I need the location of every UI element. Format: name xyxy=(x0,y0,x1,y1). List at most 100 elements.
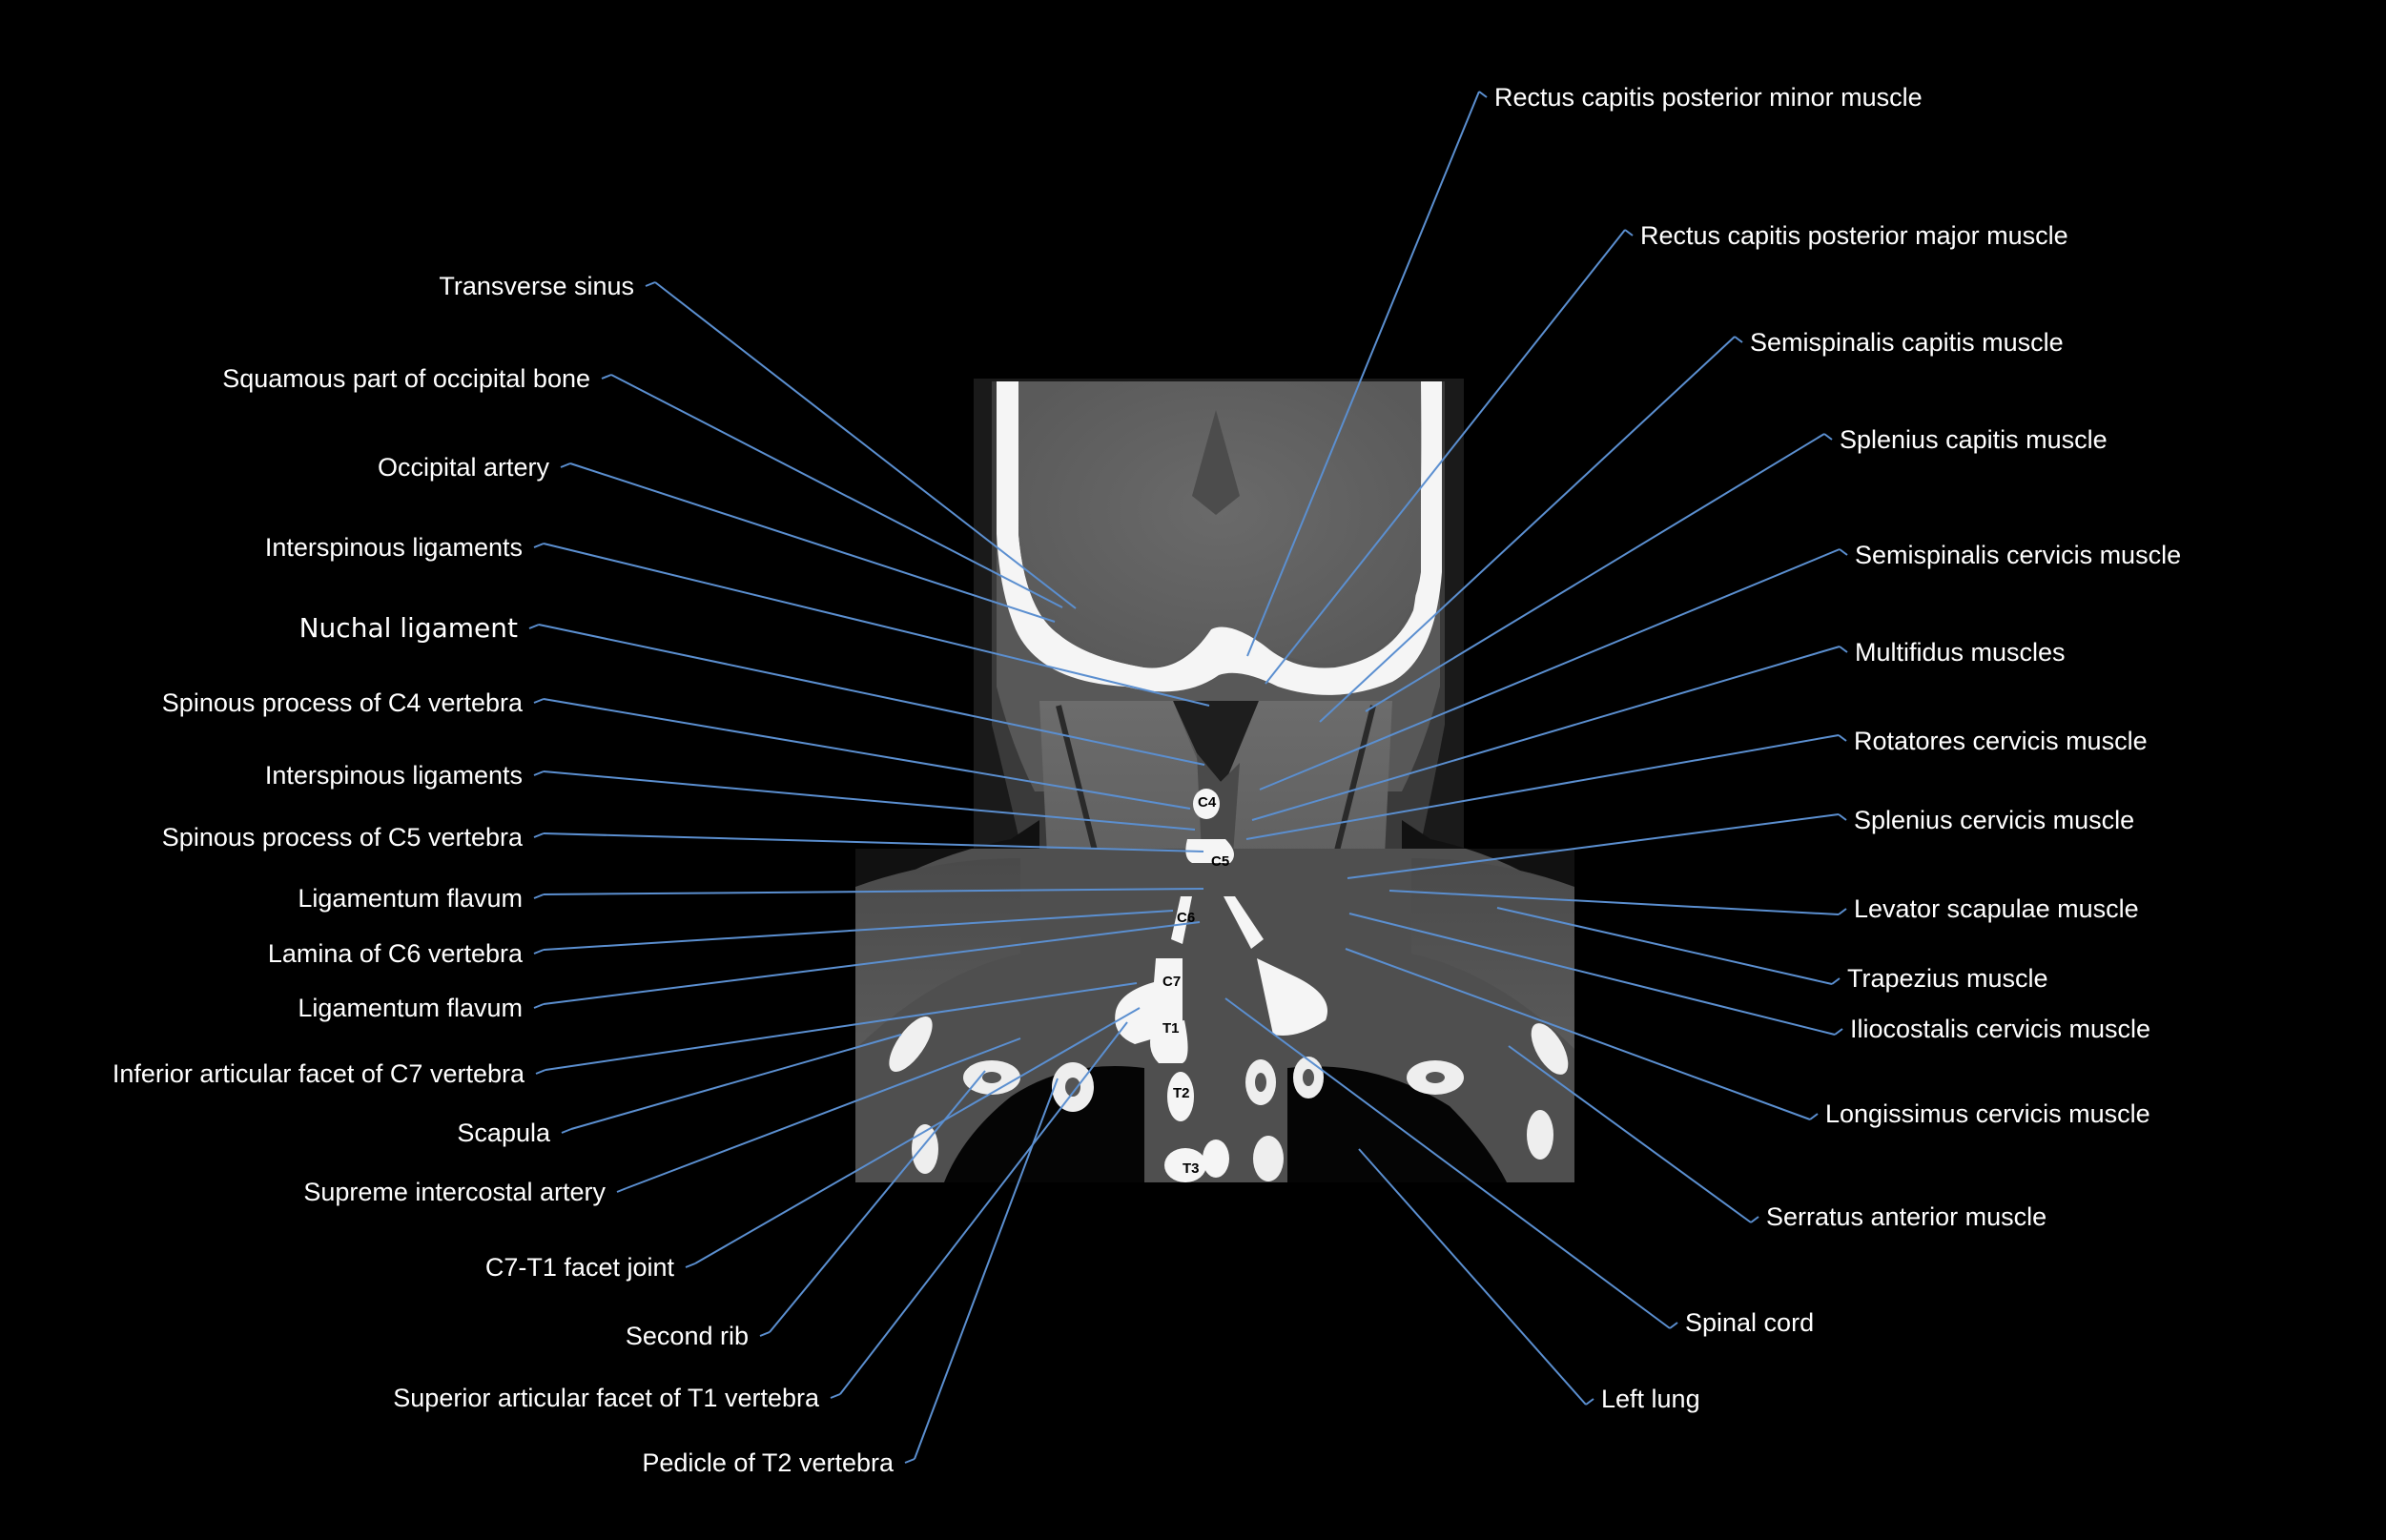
leader-hook-occipital-artery xyxy=(560,462,571,468)
leader-hook-nuchal-ligament xyxy=(528,624,540,629)
label-iliocostalis-cervicis-muscle: Iliocostalis cervicis muscle xyxy=(1850,1015,2151,1043)
ct-thorax-region: C4 C5 C6 C7 T1 T2 T3 xyxy=(855,789,1574,1182)
leader-line-multifidus-muscles xyxy=(1251,646,1841,821)
label-left-lung: Left lung xyxy=(1601,1385,1700,1413)
label-levator-scapulae-muscle: Levator scapulae muscle xyxy=(1854,894,2139,923)
label-squamous-part-of-occipital-bone: Squamous part of occipital bone xyxy=(222,364,590,393)
label-spinous-process-of-c4-vertebra: Spinous process of C4 vertebra xyxy=(161,688,523,717)
leader-line-interspinous-ligaments xyxy=(543,770,1196,831)
leader-hook-rectus-capitis-posterior-major-muscle xyxy=(1624,229,1634,236)
leader-line-occipital-artery xyxy=(569,462,1056,623)
leader-line-squamous-part-of-occipital-bone xyxy=(610,374,1063,608)
leader-hook-left-lung xyxy=(1585,1398,1594,1406)
leader-hook-semispinalis-capitis-muscle xyxy=(1734,336,1743,343)
leader-hook-trapezius-muscle xyxy=(1831,977,1841,985)
leader-hook-ligamentum-flavum xyxy=(533,1003,545,1009)
label-rectus-capitis-posterior-minor-muscle: Rectus capitis posterior minor muscle xyxy=(1494,83,1923,112)
vertebra-label-c4: C4 xyxy=(1198,794,1217,811)
leader-line-semispinalis-cervicis-muscle xyxy=(1259,548,1841,791)
leader-hook-interspinous-ligaments xyxy=(533,770,545,776)
leader-line-spinal-cord xyxy=(1224,997,1671,1329)
leader-hook-iliocostalis-cervicis-muscle xyxy=(1834,1028,1843,1036)
label-longissimus-cervicis-muscle: Longissimus cervicis muscle xyxy=(1825,1099,2150,1128)
leader-hook-ligamentum-flavum xyxy=(533,893,545,899)
leader-hook-longissimus-cervicis-muscle xyxy=(1809,1113,1819,1120)
leader-hook-splenius-cervicis-muscle xyxy=(1838,813,1847,821)
vertebra-label-c7: C7 xyxy=(1162,974,1181,990)
leader-hook-superior-articular-facet-of-t1-vertebra xyxy=(830,1393,841,1399)
leader-line-trapezius-muscle xyxy=(1496,907,1833,985)
leader-line-nuchal-ligament xyxy=(538,624,1205,766)
label-pedicle-of-t2-vertebra: Pedicle of T2 vertebra xyxy=(642,1448,894,1477)
leader-hook-inferior-articular-facet-of-c7-vertebra xyxy=(535,1069,546,1075)
leader-line-supreme-intercostal-artery xyxy=(626,1037,1021,1189)
leader-hook-interspinous-ligaments xyxy=(533,543,545,548)
label-serratus-anterior-muscle: Serratus anterior muscle xyxy=(1766,1202,2047,1231)
leader-line-spinous-process-of-c4-vertebra xyxy=(543,698,1191,810)
leader-line-longissimus-cervicis-muscle xyxy=(1345,948,1811,1120)
label-trapezius-muscle: Trapezius muscle xyxy=(1847,964,2048,993)
label-splenius-cervicis-muscle: Splenius cervicis muscle xyxy=(1854,806,2135,834)
leader-line-scapula xyxy=(570,1034,902,1130)
label-rectus-capitis-posterior-major-muscle: Rectus capitis posterior major muscle xyxy=(1640,221,2068,250)
leader-hook-rectus-capitis-posterior-minor-muscle xyxy=(1478,91,1488,98)
leader-line-semispinalis-capitis-muscle xyxy=(1319,336,1736,723)
leader-line-interspinous-ligaments xyxy=(543,543,1210,707)
vertebra-label-t2: T2 xyxy=(1173,1085,1190,1101)
vertebra-label-t3: T3 xyxy=(1183,1160,1200,1177)
leader-hook-c7-t1-facet-joint xyxy=(685,1263,696,1268)
label-supreme-intercostal-artery: Supreme intercostal artery xyxy=(303,1178,606,1206)
leader-line-rectus-capitis-posterior-minor-muscle xyxy=(1246,91,1480,657)
leader-hook-second-rib xyxy=(759,1331,771,1337)
label-lamina-of-c6-vertebra: Lamina of C6 vertebra xyxy=(267,939,523,968)
label-interspinous-ligaments: Interspinous ligaments xyxy=(264,761,523,790)
label-semispinalis-cervicis-muscle: Semispinalis cervicis muscle xyxy=(1855,541,2182,569)
leader-hook-lamina-of-c6-vertebra xyxy=(533,949,545,955)
label-superior-articular-facet-of-t1-vertebra: Superior articular facet of T1 vertebra xyxy=(393,1384,819,1412)
leader-hook-supreme-intercostal-artery xyxy=(616,1187,627,1193)
leader-line-pedicle-of-t2-vertebra xyxy=(914,1078,1059,1460)
leader-hook-rotatores-cervicis-muscle xyxy=(1838,734,1847,742)
label-spinous-process-of-c5-vertebra: Spinous process of C5 vertebra xyxy=(161,823,523,852)
leader-hook-pedicle-of-t2-vertebra xyxy=(904,1458,915,1464)
vertebra-label-c6: C6 xyxy=(1177,910,1195,926)
leader-hook-spinous-process-of-c4-vertebra xyxy=(533,698,545,704)
leader-line-ligamentum-flavum xyxy=(543,921,1201,1005)
label-splenius-capitis-muscle: Splenius capitis muscle xyxy=(1840,425,2108,454)
leader-line-levator-scapulae-muscle xyxy=(1388,890,1840,915)
leader-hook-levator-scapulae-muscle xyxy=(1838,908,1847,915)
label-nuchal-ligament: Nuchal ligament xyxy=(298,612,518,644)
leader-hook-spinous-process-of-c5-vertebra xyxy=(533,832,545,838)
vertebra-label-t1: T1 xyxy=(1162,1020,1180,1037)
leader-hook-spinal-cord xyxy=(1669,1322,1678,1329)
leader-line-superior-articular-facet-of-t1-vertebra xyxy=(839,1021,1128,1395)
leader-line-ligamentum-flavum xyxy=(543,888,1204,895)
leader-line-splenius-cervicis-muscle xyxy=(1347,813,1840,879)
label-interspinous-ligaments: Interspinous ligaments xyxy=(264,533,523,562)
label-semispinalis-capitis-muscle: Semispinalis capitis muscle xyxy=(1750,328,2064,357)
leader-line-serratus-anterior-muscle xyxy=(1508,1045,1752,1223)
label-rotatores-cervicis-muscle: Rotatores cervicis muscle xyxy=(1854,727,2148,755)
leader-line-iliocostalis-cervicis-muscle xyxy=(1348,913,1836,1036)
leader-hook-semispinalis-cervicis-muscle xyxy=(1839,548,1848,556)
leader-line-lamina-of-c6-vertebra xyxy=(543,910,1174,951)
leader-line-transverse-sinus xyxy=(654,281,1077,609)
leader-hook-scapula xyxy=(561,1128,572,1134)
label-spinal-cord: Spinal cord xyxy=(1685,1308,1815,1337)
leader-hook-squamous-part-of-occipital-bone xyxy=(601,374,612,380)
leader-line-inferior-articular-facet-of-c7-vertebra xyxy=(545,982,1138,1071)
leader-hook-multifidus-muscles xyxy=(1839,646,1848,653)
leader-hook-serratus-anterior-muscle xyxy=(1750,1216,1759,1223)
leader-lines xyxy=(528,91,1848,1464)
leader-line-c7-t1-facet-joint xyxy=(694,1007,1141,1264)
label-occipital-artery: Occipital artery xyxy=(377,453,549,482)
label-ligamentum-flavum: Ligamentum flavum xyxy=(298,994,523,1022)
label-multifidus-muscles: Multifidus muscles xyxy=(1855,638,2066,667)
label-second-rib: Second rib xyxy=(625,1322,749,1350)
leader-line-splenius-capitis-muscle xyxy=(1365,433,1825,712)
vertebra-label-c5: C5 xyxy=(1211,853,1229,870)
leader-line-spinous-process-of-c5-vertebra xyxy=(543,832,1204,852)
leader-line-rotatores-cervicis-muscle xyxy=(1245,734,1840,840)
label-transverse-sinus: Transverse sinus xyxy=(439,272,634,300)
